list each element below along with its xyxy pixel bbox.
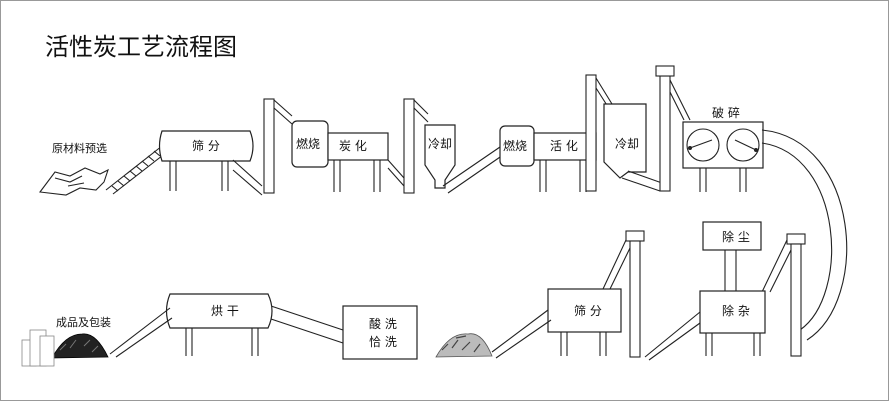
- screen-1-label: 筛 分: [192, 138, 220, 153]
- screen-drum-1: [158, 130, 254, 191]
- conveyor-8: [491, 309, 552, 359]
- conveyor-4: [442, 146, 504, 194]
- impurity-removal-label: 除 杂: [722, 303, 750, 318]
- burn-1-label: 燃烧: [296, 136, 320, 151]
- screen-2-label: 筛 分: [574, 303, 602, 318]
- crush-label: 破 碎: [712, 105, 740, 120]
- cool-1-label: 冷却: [428, 137, 452, 151]
- dryer-drum: [165, 293, 273, 356]
- dust-removal-label: 除 尘: [722, 229, 750, 244]
- cool-2-label: 冷却: [615, 137, 639, 151]
- crusher: [682, 121, 764, 192]
- dust-collector: [702, 221, 762, 292]
- conveyor-10: [109, 307, 173, 358]
- impurity-separator: [699, 290, 766, 356]
- screen-2: [547, 288, 622, 356]
- burn-2-label: 燃烧: [503, 138, 527, 153]
- packaging-bags: [21, 329, 55, 367]
- conveyor-6: [621, 65, 691, 192]
- carbonize-label: 炭 化: [339, 139, 367, 153]
- product-pack-label: 成品及包装: [56, 316, 111, 329]
- conveyor-2: [232, 98, 293, 196]
- acid-wash-1-label: 酸 洗: [369, 316, 397, 331]
- carbonization-kiln: [327, 132, 389, 192]
- raw-select-label: 原材料预选: [52, 141, 107, 155]
- acid-wash-2-label: 恰 洗: [369, 334, 397, 349]
- return-conveyor-arc: [761, 129, 848, 341]
- cooler-1: [424, 124, 456, 189]
- cooler-2: [603, 103, 647, 179]
- washed-carbon-pile: [435, 333, 493, 358]
- conveyor-7: [602, 230, 701, 361]
- conveyor-3: [387, 98, 429, 194]
- diagram-title: 活性炭工艺流程图: [45, 33, 237, 61]
- conveyor-1: [105, 145, 168, 195]
- product-pile: [51, 333, 109, 359]
- acid-wash-tank: [342, 305, 418, 360]
- conveyor-9: [267, 304, 344, 344]
- elevator-right: [761, 233, 806, 357]
- dry-label: 烘 干: [211, 304, 239, 318]
- activate-label: 活 化: [550, 139, 578, 153]
- raw-material-pile: [38, 167, 109, 196]
